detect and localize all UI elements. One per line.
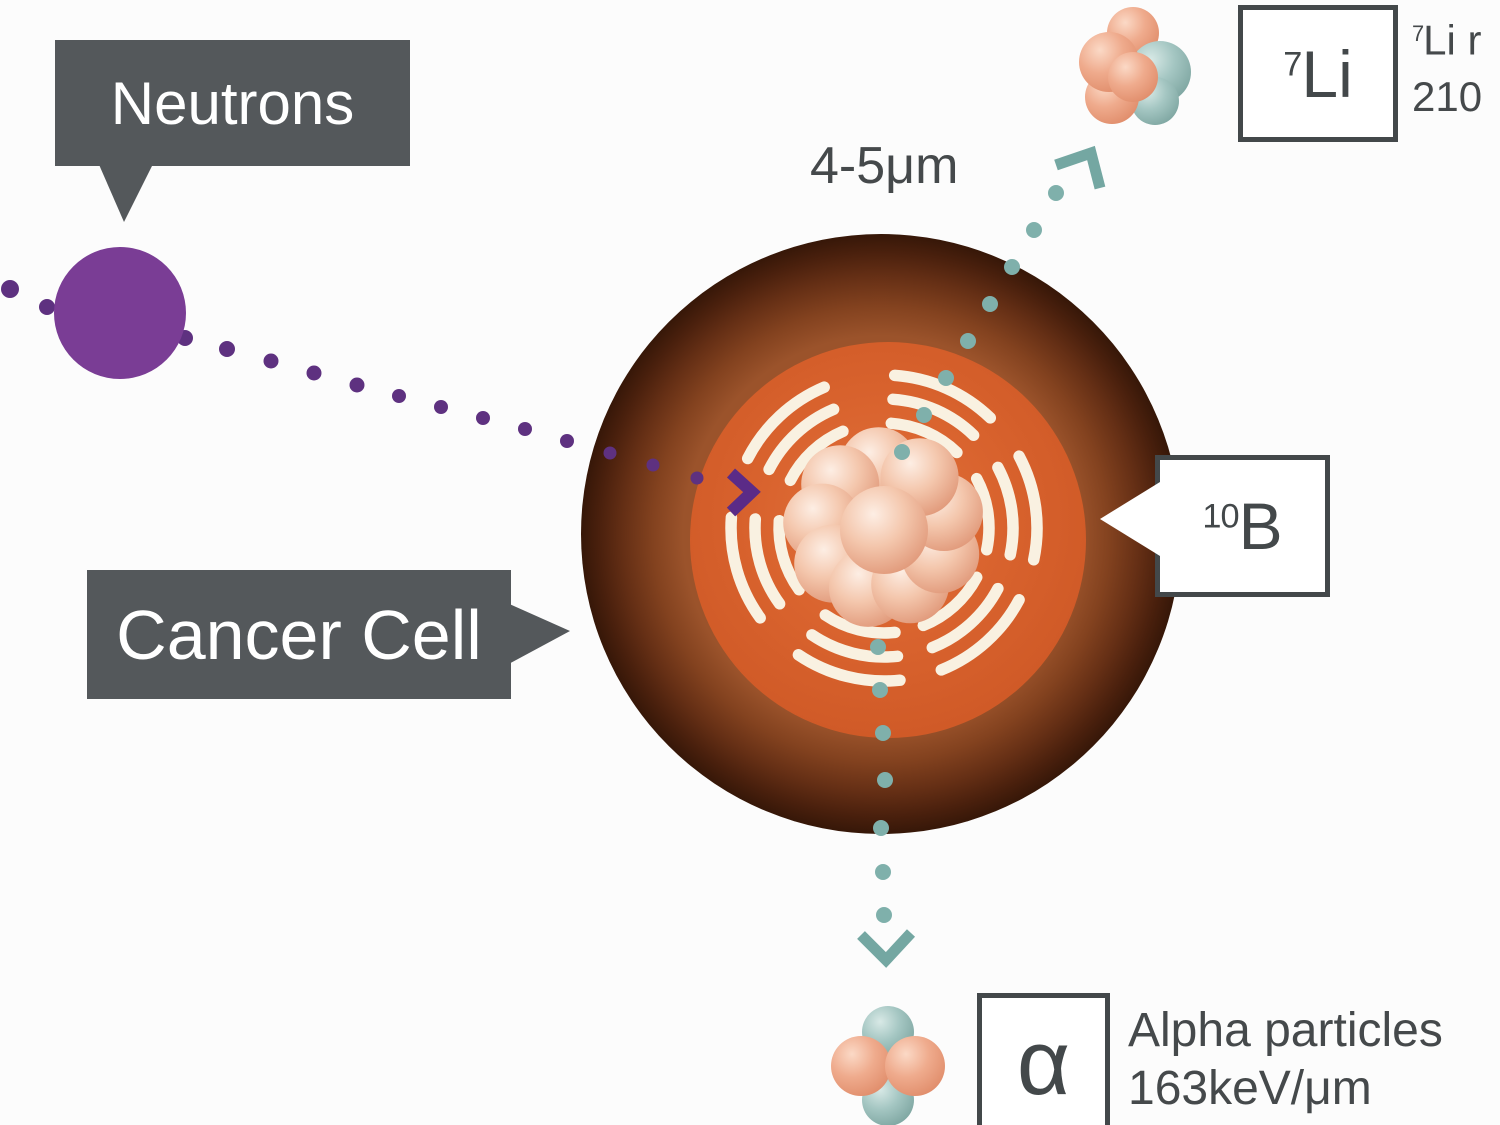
alpha-trail-dots (870, 639, 893, 923)
li7-nucleus-cluster (1079, 7, 1191, 125)
neutron-particle (54, 247, 186, 379)
li7-box: 7Li (1238, 5, 1398, 142)
neutron-trail-arrowhead (726, 468, 761, 517)
alpha-particles-line2: 163keV/μm (1128, 1062, 1372, 1115)
alpha-trail-arrowhead (857, 929, 916, 968)
cancer-cell-label: Cancer Cell (116, 595, 482, 674)
nucleus-cluster (783, 427, 983, 627)
b10-symbol: 10B (1202, 489, 1283, 563)
neutrons-label: Neutrons (110, 69, 355, 137)
cancer-cell-callout: Cancer Cell (87, 570, 511, 699)
li7-recoil-line2: 210 (1412, 72, 1483, 120)
cell-size-label: 4-5μm (810, 137, 959, 195)
b10-box: 10B (1155, 455, 1330, 597)
cancer-cell-callout-tail (505, 602, 570, 666)
alpha-box: α (977, 993, 1110, 1125)
alpha-particle-cluster (831, 1006, 945, 1125)
li7-trail-arrowhead (1054, 145, 1106, 190)
li7-trail-dots (894, 185, 1064, 460)
er-arcs (725, 369, 1043, 687)
neutron-trail-dots (1, 280, 704, 485)
alpha-particles-annotation: Alpha particles 163keV/μm (1128, 1002, 1443, 1118)
neutrons-callout-tail (97, 160, 155, 222)
li7-symbol: 7Li (1283, 36, 1353, 111)
alpha-symbol: α (1016, 1011, 1071, 1114)
li7-recoil-line1: 7Li r (1412, 16, 1482, 64)
li7-recoil-annotation: 7Li r 210 (1412, 6, 1482, 125)
alpha-particles-line1: Alpha particles (1128, 1004, 1443, 1057)
neutrons-callout: Neutrons (55, 40, 410, 166)
